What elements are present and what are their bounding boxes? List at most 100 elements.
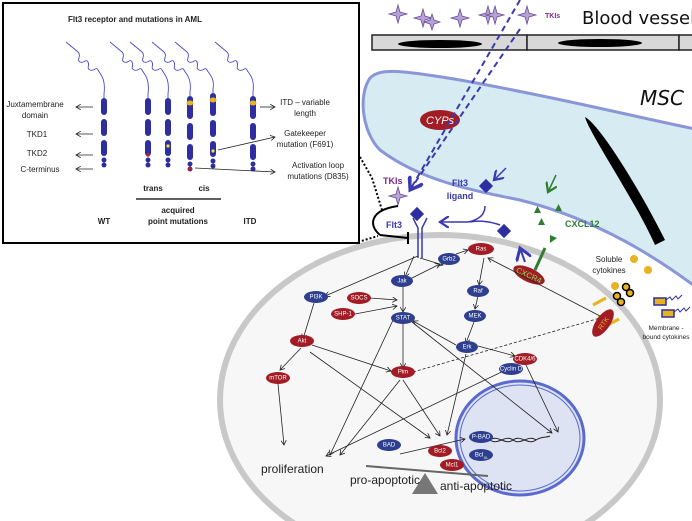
tkis-cell-label: TKIs bbox=[383, 176, 403, 186]
f691-mutation-marker bbox=[211, 149, 215, 153]
cxcl12-triangle-icon bbox=[534, 206, 541, 213]
tki-molecules-top bbox=[387, 3, 538, 32]
svg-text:Bcl2: Bcl2 bbox=[434, 449, 446, 455]
cytokine-icon bbox=[630, 255, 638, 263]
label-cis: cis bbox=[198, 184, 210, 193]
node-cdk46: CDK4/6 bbox=[513, 353, 537, 365]
gatekeeper-annotation-2: mutation (F691) bbox=[277, 140, 334, 149]
svg-text:Grb2: Grb2 bbox=[442, 257, 456, 263]
anti-apoptotic-label: anti-apoptotic bbox=[440, 479, 512, 493]
node-akt: Akt bbox=[290, 335, 314, 347]
receptor-cis-2 bbox=[174, 41, 217, 169]
flt3-ligand-molecule bbox=[496, 223, 512, 239]
d835-mutation-marker bbox=[146, 153, 150, 157]
pro-apoptotic-label: pro-apoptotic bbox=[350, 473, 420, 487]
svg-text:Cyclin D: Cyclin D bbox=[500, 367, 523, 373]
flt3-label: Flt3 bbox=[386, 220, 402, 230]
label-tkd2: TKD2 bbox=[27, 149, 48, 158]
itd-annotation-2: length bbox=[294, 109, 316, 118]
endothelial-nucleus bbox=[398, 40, 482, 48]
svg-text:Mcl1: Mcl1 bbox=[446, 463, 459, 469]
svg-text:Erk: Erk bbox=[463, 345, 473, 351]
svg-text:Ras: Ras bbox=[476, 247, 487, 253]
label-juxtamembrane-1: Juxtamembrane bbox=[6, 100, 64, 109]
soluble-cytokines-label-1: Soluble bbox=[596, 255, 623, 264]
endothelial-nucleus bbox=[558, 39, 642, 47]
node-cyclin-d: Cyclin D bbox=[499, 363, 523, 375]
signaling-edges bbox=[277, 250, 601, 456]
svg-text:Jak: Jak bbox=[397, 279, 407, 285]
tki-star-icon bbox=[516, 4, 538, 26]
soluble-cytokines bbox=[611, 255, 652, 290]
node-mcl1: Mcl1 bbox=[440, 459, 464, 471]
cyps-label: CYPs bbox=[426, 115, 455, 127]
membrane-cytokine-icon bbox=[661, 309, 675, 318]
blood-vessel bbox=[371, 34, 692, 51]
svg-text:Bcl: Bcl bbox=[475, 453, 483, 459]
node-socs: SOCS bbox=[347, 292, 371, 304]
itd-insertion bbox=[209, 97, 217, 103]
msc-nucleus bbox=[585, 117, 665, 245]
cytokine-dimers bbox=[612, 282, 635, 307]
node-stat: STAT bbox=[391, 312, 415, 324]
membrane-cytokine-icon bbox=[653, 297, 667, 306]
tkis-top-label: TKIs bbox=[545, 13, 560, 20]
node-bcl2: Bcl2 bbox=[428, 445, 452, 457]
node-p-bad: P-BAD bbox=[469, 431, 493, 443]
flt3-ligand-label-1: Flt3 bbox=[452, 178, 468, 188]
tki-star-icon bbox=[449, 7, 471, 29]
receptor-cis-1 bbox=[151, 41, 194, 172]
cxcr4-receptor bbox=[513, 265, 545, 285]
receptor-glyphs bbox=[65, 41, 257, 172]
proliferation-label: proliferation bbox=[261, 462, 324, 476]
node-pim: Pim bbox=[391, 366, 415, 378]
label-trans: trans bbox=[143, 184, 163, 193]
soluble-cytokines-label-2: cytokines bbox=[592, 266, 625, 275]
itd-insertion bbox=[186, 100, 194, 106]
cyps-enzyme bbox=[420, 110, 460, 130]
tki-diffusion-path bbox=[410, 28, 521, 190]
tki-diffusion-arrow bbox=[410, 0, 521, 190]
svg-text:SOCS: SOCS bbox=[350, 296, 367, 302]
cytokine-icon bbox=[644, 266, 652, 274]
receptor-trans-2 bbox=[129, 41, 171, 168]
svg-text:CDK4/6: CDK4/6 bbox=[514, 357, 536, 363]
svg-text:SHP-1: SHP-1 bbox=[334, 312, 352, 318]
membrane-cytokines-label-2: bound cytokines bbox=[643, 334, 691, 341]
flt3-ligand-molecule bbox=[478, 178, 494, 194]
msc-label: MSC bbox=[640, 86, 684, 110]
label-itd: ITD bbox=[244, 217, 257, 226]
receptor-trans-1 bbox=[109, 41, 151, 168]
label-juxtamembrane-2: domain bbox=[22, 111, 48, 120]
itd-annotation-1: ITD – variable bbox=[280, 98, 330, 107]
cxcl12-label: CXCL12 bbox=[565, 219, 600, 229]
tki-star-icon bbox=[387, 185, 409, 207]
membrane-cytokines-label-1: Membrane - bbox=[648, 325, 683, 332]
tki-star-icon bbox=[387, 3, 409, 25]
svg-text:mTOR: mTOR bbox=[269, 376, 287, 382]
itd-insertion bbox=[249, 100, 257, 106]
cxcl12-triangle-icon bbox=[538, 218, 545, 225]
label-wt: WT bbox=[98, 217, 111, 226]
d835-mutation-marker bbox=[188, 167, 192, 171]
label-acquired-1: acquired bbox=[161, 206, 194, 215]
cxcl12-triangle-icon bbox=[555, 204, 562, 211]
balance-fulcrum-icon bbox=[412, 473, 438, 494]
svg-text:MEK: MEK bbox=[468, 314, 481, 320]
receptor-itd bbox=[214, 41, 257, 172]
svg-text:XL: XL bbox=[484, 455, 490, 460]
activation-loop-annotation-1: Activation loop bbox=[292, 161, 345, 170]
gatekeeper-annotation-1: Gatekeeper bbox=[284, 129, 326, 138]
balance-beam bbox=[365, 465, 489, 477]
inset-title: Flt3 receptor and mutations in AML bbox=[68, 15, 202, 24]
node-grb2: Grb2 bbox=[438, 253, 460, 265]
f691-mutation-marker bbox=[166, 144, 170, 148]
node-ras: Ras bbox=[468, 243, 494, 255]
svg-text:P-BAD: P-BAD bbox=[472, 435, 491, 441]
label-acquired-2: point mutations bbox=[148, 217, 209, 226]
node-jak: Jak bbox=[391, 275, 413, 287]
node-pi3k: PI3K bbox=[304, 291, 328, 303]
flt3-mutations-inset bbox=[2, 2, 360, 244]
label-tkd1: TKD1 bbox=[27, 130, 48, 139]
